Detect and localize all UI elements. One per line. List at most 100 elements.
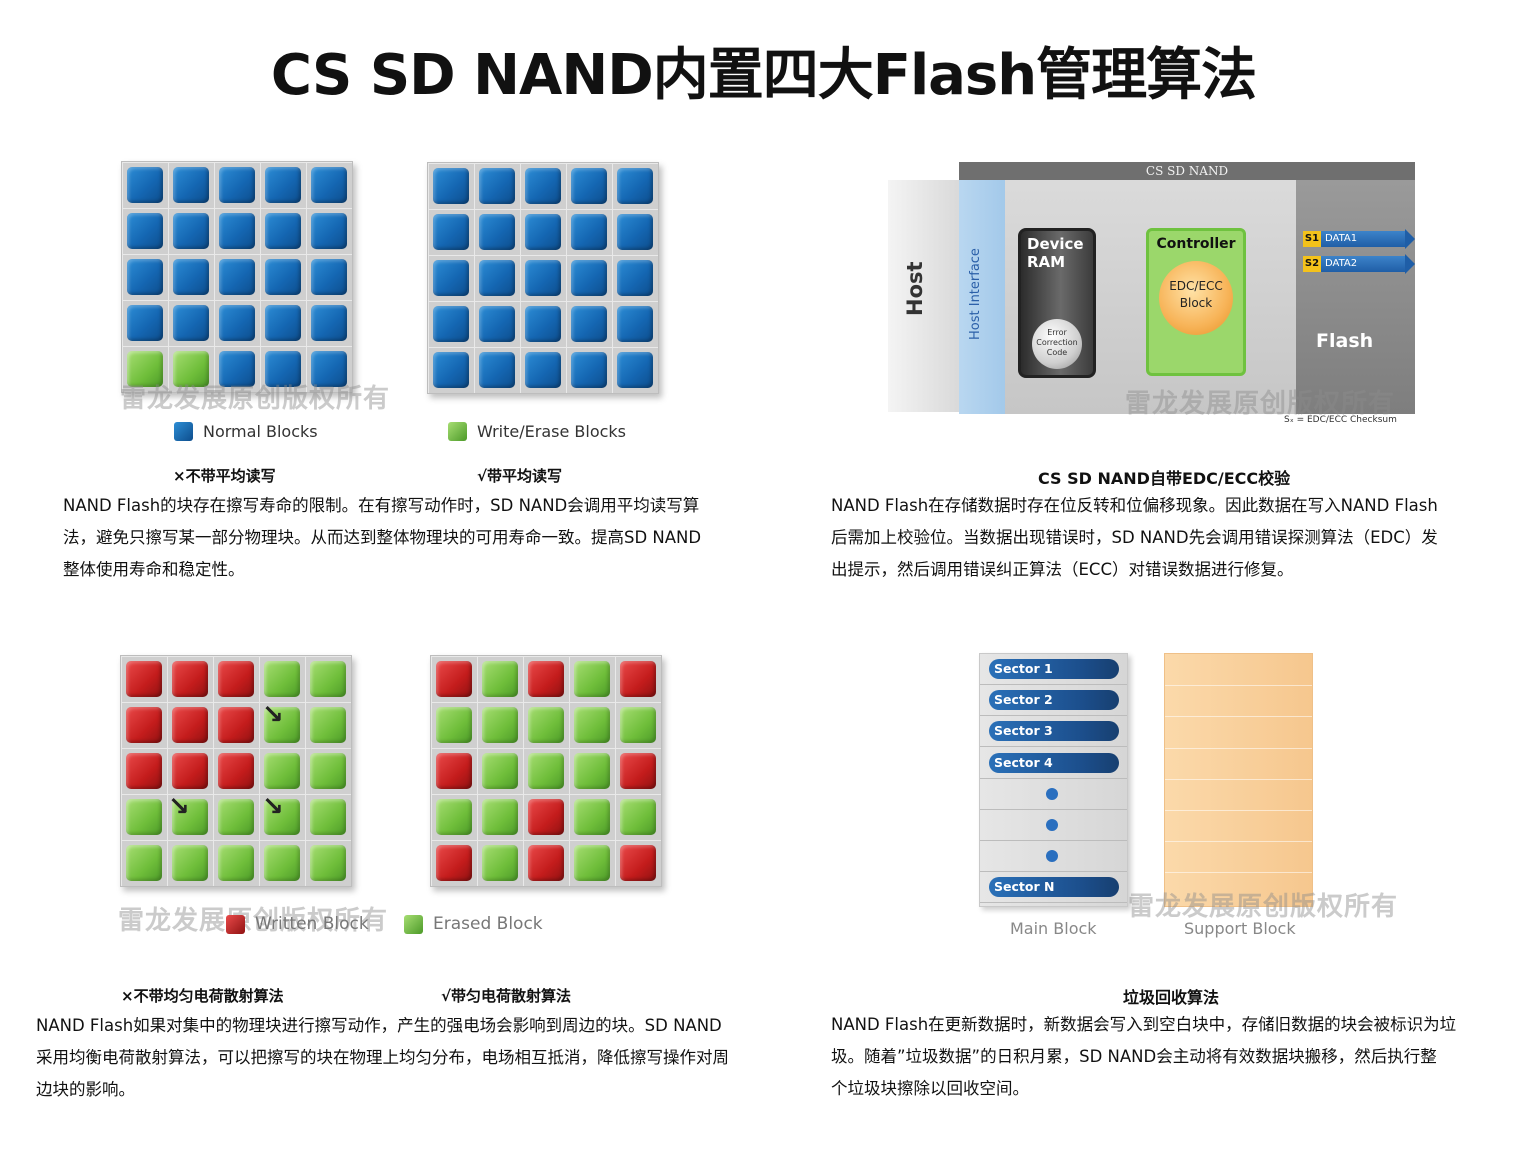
blue-block (617, 352, 653, 388)
edc-top-bar: CS SD NAND (959, 162, 1415, 180)
blue-block (479, 168, 515, 204)
edc-caption: CS SD NAND自带EDC/ECC校验 (1038, 469, 1291, 488)
gc-caption: 垃圾回收算法 (1123, 988, 1220, 1007)
green-block (264, 753, 300, 789)
sector-label: Sector 1 (989, 659, 1119, 679)
s2-badge: S2 (1303, 256, 1321, 272)
green-block (528, 753, 564, 789)
blue-block (479, 306, 515, 342)
sector-row (980, 779, 1127, 810)
blue-block (479, 214, 515, 250)
sector-label: Sector N (989, 877, 1119, 898)
red-block (218, 661, 254, 697)
blue-block (571, 214, 607, 250)
ellipsis-dot-icon (1046, 787, 1058, 800)
sector-row: Sector N (980, 872, 1127, 904)
charge-paragraph-line: NAND Flash如果对集中的物理块进行擦写动作，产生的强电场会影响到周边的块… (36, 1016, 722, 1035)
red-block (218, 707, 254, 743)
red-block (172, 753, 208, 789)
green-block (436, 799, 472, 835)
red-block (126, 753, 162, 789)
controller-label: Controller (1156, 236, 1236, 252)
gc-paragraph-line: 个垃圾块擦除以回收空间。 (831, 1079, 1029, 1098)
watermark: 雷龙发展原创版权所有 (1125, 389, 1396, 419)
host-label: Host (903, 261, 927, 316)
legend-normal: Normal Blocks (174, 422, 318, 441)
red-block (528, 799, 564, 835)
edc-paragraph: NAND Flash在存储数据时存在位反转和位偏移现象。因此数据在写入NAND … (831, 490, 1511, 586)
blue-block (265, 259, 301, 295)
wear-paragraph-line: 法，避免只擦写某一部分物理块。从而达到整体物理块的可用寿命一致。提高SD NAN… (63, 528, 702, 547)
ellipsis-dot-icon (1046, 819, 1058, 831)
green-block (574, 707, 610, 743)
red-swatch (226, 914, 245, 934)
watermark: 雷龙发展原创版权所有 (120, 384, 391, 414)
sector-row: Sector 2 (980, 685, 1127, 717)
green-block (310, 799, 346, 835)
green-block (126, 799, 162, 835)
blue-block (525, 306, 561, 342)
blue-block (617, 260, 653, 296)
blue-block (173, 305, 209, 341)
blue-block (525, 168, 561, 204)
blue-block (433, 306, 469, 342)
flash-label: Flash (1316, 330, 1374, 352)
green-block (173, 351, 209, 387)
gc-paragraph-line: 圾。随着”垃圾数据”的日积月累，SD NAND会主动将有效数据块搬移，然后执行整 (831, 1047, 1437, 1066)
green-block (574, 799, 610, 835)
blue-block (311, 167, 347, 203)
wear-caption-right: √带平均读写 (477, 467, 563, 485)
charge-caption-left: ×不带均匀电荷散射算法 (121, 987, 284, 1005)
wear-grid-left (121, 161, 353, 393)
red-block (620, 661, 656, 697)
blue-block (433, 214, 469, 250)
blue-block (219, 351, 255, 387)
green-block (574, 845, 610, 881)
charge-paragraph: NAND Flash如果对集中的物理块进行擦写动作，产生的强电场会影响到周边的块… (36, 1010, 776, 1106)
legend-write-label: Write/Erase Blocks (477, 422, 626, 441)
support-block-divider (1165, 872, 1312, 874)
green-block (126, 845, 162, 881)
green-block (310, 707, 346, 743)
green-swatch (404, 914, 423, 934)
blue-block (571, 352, 607, 388)
gc-paragraph-line: NAND Flash在更新数据时，新数据会写入到空白块中，存储旧数据的块会被标识… (831, 1015, 1457, 1034)
green-swatch (448, 422, 467, 441)
blue-block (311, 213, 347, 249)
blue-block (525, 352, 561, 388)
data-row-2: S2 DATA2 (1303, 254, 1415, 274)
charge-grid-right (430, 655, 662, 887)
support-block-divider (1165, 747, 1312, 749)
legend-written: Written Block (226, 914, 369, 934)
arrow-down-right-icon: ↘ (168, 792, 190, 822)
blue-block (617, 168, 653, 204)
blue-block (311, 351, 347, 387)
data-row-1: S1 DATA1 (1303, 229, 1415, 249)
green-block (310, 845, 346, 881)
controller: Controller EDC/ECC Block (1146, 228, 1246, 376)
green-block (264, 661, 300, 697)
charge-grid-left (120, 655, 352, 887)
data1-arrow: DATA1 (1321, 229, 1415, 249)
edc-host-interface-area (959, 180, 1005, 414)
green-block (574, 661, 610, 697)
green-block (436, 707, 472, 743)
green-block (218, 799, 254, 835)
support-block (1164, 653, 1313, 907)
watermark: 雷龙发展原创版权所有 (1128, 892, 1399, 922)
blue-block (617, 214, 653, 250)
support-block-divider (1165, 685, 1312, 687)
wear-grid-right (427, 162, 659, 394)
ellipsis-dot-icon (1046, 850, 1058, 863)
blue-block (173, 213, 209, 249)
green-block (172, 845, 208, 881)
wear-caption-left: ×不带平均读写 (173, 467, 276, 485)
support-block-divider (1165, 810, 1312, 811)
red-block (620, 753, 656, 789)
sector-row (980, 841, 1127, 873)
legend-erased: Erased Block (404, 914, 543, 934)
blue-block (571, 260, 607, 296)
red-block (528, 661, 564, 697)
sector-label: Sector 3 (989, 721, 1119, 742)
